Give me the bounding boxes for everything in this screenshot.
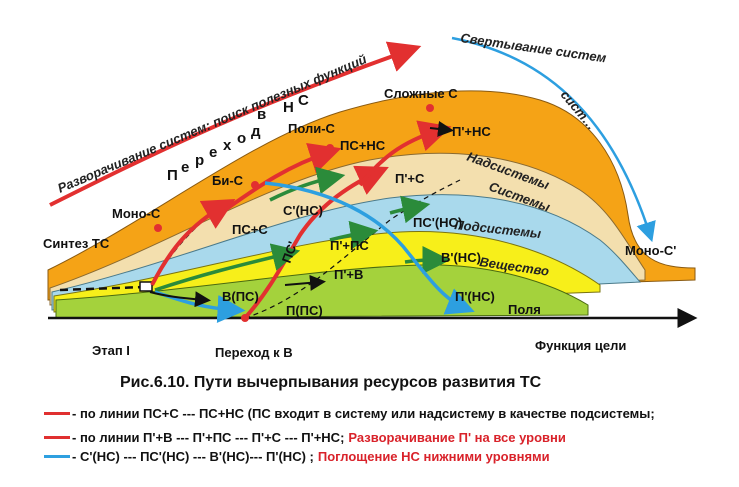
label-bi: Би-С	[212, 173, 244, 188]
green-arrow-1	[154, 243, 301, 292]
legend-text: - по линии П'+В --- П'+ПС --- П'+С --- П…	[72, 430, 345, 445]
green-arrow-2	[269, 166, 346, 202]
legend-text: - С'(НС) --- ПС'(НС) --- В'(НС)--- П'(НС…	[72, 449, 314, 464]
label-pns: П'+НС	[452, 124, 491, 139]
legend-text: - по линии ПС+С --- ПС+НС (ПС входит в с…	[72, 406, 655, 421]
green-arrow-3	[329, 220, 379, 249]
label-ps-small: ПС'	[279, 239, 301, 265]
label-pv: П'+В	[334, 267, 363, 282]
label-slozhnye: Сложные С	[384, 86, 458, 101]
svg-text:Н: Н	[283, 99, 294, 116]
black-arrow-2	[149, 291, 211, 308]
red-path-ps-c	[150, 199, 236, 286]
label-c-ns: С'(НС)	[283, 203, 323, 218]
start-box	[139, 281, 153, 292]
legend-swatch-blue	[44, 455, 70, 458]
svg-text:д: д	[251, 123, 261, 140]
label-sintez: Синтез ТС	[43, 236, 110, 251]
label-mono: Моно-С	[112, 206, 161, 221]
top-blue-label: Свертывание систем	[460, 30, 608, 65]
label-funkciya: Функция цели	[535, 338, 626, 353]
svg-text:р: р	[195, 152, 204, 169]
red-path-pns	[358, 120, 452, 187]
label-p-ps: П(ПС)	[286, 303, 323, 318]
green-arrow-5	[404, 246, 451, 275]
legend-row-1: - по линии ПС+С --- ПС+НС (ПС входит в с…	[44, 406, 655, 421]
blue-path-ns	[264, 181, 475, 315]
dot-mono	[154, 224, 162, 232]
top-red-arrow	[49, 41, 422, 207]
red-path-pv	[243, 165, 389, 320]
label-v-ns: В'(НС)	[441, 250, 481, 265]
legend-swatch-red	[44, 412, 70, 415]
legend-note: Разворачивание П' на все уровни	[348, 430, 566, 445]
svg-text:х: х	[223, 137, 232, 154]
label-ps-ns2: ПС'(НС)	[413, 215, 462, 230]
green-arrow-4	[389, 195, 431, 224]
label-b-ps: В(ПС)	[222, 289, 259, 304]
figure-caption: Рис.6.10. Пути вычерпывания ресурсов раз…	[120, 374, 542, 391]
label-mono-prime: Моно-С'	[625, 243, 676, 258]
legend-swatch-red	[44, 436, 70, 439]
legend-note: Поглощение НС нижними уровнями	[317, 449, 550, 464]
dot-poli	[326, 144, 334, 152]
label-ps-c: ПС+С	[232, 222, 268, 237]
svg-text:е: е	[181, 159, 189, 176]
black-arrow-3	[429, 120, 454, 137]
layer-label-pole: Поля	[508, 302, 541, 317]
label-p-ns: П'(НС)	[455, 289, 495, 304]
legend-row-3: - С'(НС) --- ПС'(НС) --- В'(НС)--- П'(НС…	[44, 449, 550, 464]
red-path-ps-ns	[223, 142, 342, 212]
label-poli: Поли-С	[288, 121, 336, 136]
label-pps: П'+ПС	[330, 238, 369, 253]
legend-row-2: - по линии П'+В --- П'+ПС --- П'+С --- П…	[44, 430, 566, 445]
label-ps-ns: ПС+НС	[340, 138, 386, 153]
svg-text:е: е	[209, 144, 217, 161]
label-perehod-v: Переход к В	[215, 345, 293, 360]
transition-ns-label: П е р е х о д в Н С	[167, 92, 309, 184]
transition-dashed-3	[59, 285, 146, 292]
svg-text:С: С	[298, 92, 309, 109]
label-etap: Этап I	[92, 343, 130, 358]
label-pc: П'+С	[395, 171, 425, 186]
svg-text:П: П	[167, 167, 178, 184]
dot-slozhnye	[426, 104, 434, 112]
svg-text:в: в	[257, 106, 266, 123]
top-blue-arrow	[451, 36, 656, 243]
black-arrow-1	[284, 274, 326, 291]
svg-text:о: о	[237, 130, 246, 147]
